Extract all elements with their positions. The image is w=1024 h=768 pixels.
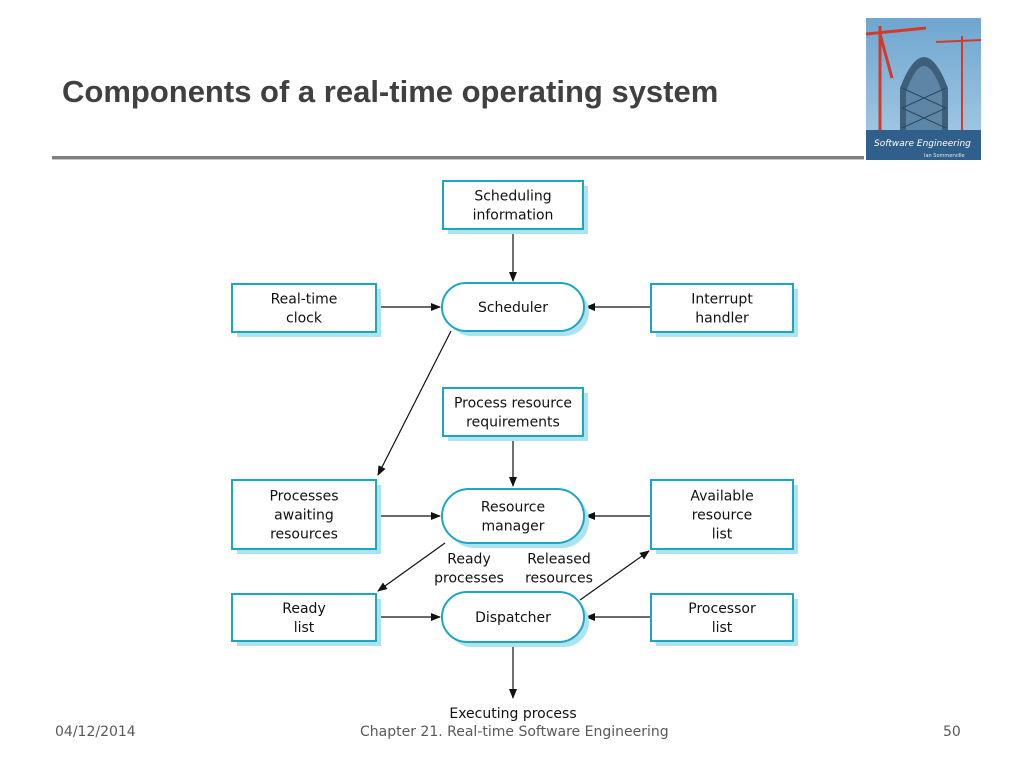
processes-awaiting-resources-box-text-line: Processes xyxy=(269,489,338,505)
ready-list-box-frame xyxy=(231,593,377,642)
footer-chapter: Chapter 21. Real-time Software Engineeri… xyxy=(360,724,669,740)
process-resource-requirements-box-frame xyxy=(442,387,584,437)
real-time-clock-box-frame xyxy=(231,283,377,333)
available-resource-list-box-text-line: resource xyxy=(692,508,753,524)
footer-date: 04/12/2014 xyxy=(55,724,136,740)
available-resource-list-box-text-line: list xyxy=(712,527,733,543)
crane-right xyxy=(935,36,981,133)
processes-awaiting-resources-box: Processes awaiting resources xyxy=(231,479,381,554)
released-resources-label-text-line: resources xyxy=(525,571,593,587)
scheduler-process-frame xyxy=(441,282,585,332)
ready-list-box-text-line: Ready xyxy=(282,601,325,617)
resource-manager-process-text-line: manager xyxy=(482,519,545,535)
resource-manager-process: Resource manager xyxy=(441,488,589,548)
book-cover-image: Software Engineering Ian Sommerville xyxy=(866,18,981,160)
dispatcher-process: Dispatcher xyxy=(441,591,589,647)
scheduling-information-box-text-line: Scheduling xyxy=(474,189,551,205)
processor-list-box-text-line: Processor xyxy=(688,601,756,617)
crane xyxy=(866,26,927,138)
arrow-scheduler-to-awaiting xyxy=(377,330,452,476)
ready-list-box-text-line: list xyxy=(294,620,315,636)
executing-process-label-text-line: Executing process xyxy=(449,706,576,722)
dispatcher-process-text-line: Dispatcher xyxy=(475,610,551,626)
process-resource-requirements-box-text-line: Process resource xyxy=(454,396,572,412)
scheduling-information-box: Scheduling information xyxy=(442,180,588,234)
processes-awaiting-resources-box-text-line: awaiting xyxy=(274,508,334,524)
slide-title: Components of a real-time operating syst… xyxy=(62,74,719,109)
footer-page-number: 50 xyxy=(943,724,961,740)
available-resource-list-box-frame xyxy=(650,479,794,550)
scheduler-process-text-line: Scheduler xyxy=(478,300,548,316)
ready-list-box: Ready list xyxy=(231,593,381,646)
interrupt-handler-box-text-line: Interrupt xyxy=(691,292,753,308)
process-resource-requirements-box-text-line: requirements xyxy=(466,415,560,431)
scheduling-information-box-frame xyxy=(442,180,584,230)
scheduler-process: Scheduler xyxy=(441,282,589,336)
processor-list-box: Processor list xyxy=(650,593,798,646)
book-cover-graphic: Software Engineering Ian Sommerville xyxy=(866,18,981,160)
real-time-clock-box-text-line: Real-time xyxy=(271,292,338,308)
gherkin-lattice xyxy=(901,87,947,129)
processes-awaiting-resources-box-frame xyxy=(231,479,377,550)
arrow-dispatcher-to-available xyxy=(579,550,650,601)
resource-manager-process-frame xyxy=(441,488,585,544)
available-resource-list-box: Available resource list xyxy=(650,479,798,554)
executing-process-label: Executing process xyxy=(449,706,576,722)
ready-processes-label-text-line: processes xyxy=(434,571,504,587)
ready-processes-label: Ready processes xyxy=(434,552,504,587)
interrupt-handler-box-text-line: handler xyxy=(695,311,749,327)
scheduling-information-box-text-line: information xyxy=(473,208,554,224)
released-resources-label-text-line: Released xyxy=(527,552,591,568)
ready-processes-label-text-line: Ready xyxy=(447,552,490,568)
title-divider-shadow xyxy=(52,159,864,160)
arrow-resource-manager-to-ready-list xyxy=(377,542,446,592)
real-time-clock-box: Real-time clock xyxy=(231,283,381,337)
processes-awaiting-resources-box-text-line: resources xyxy=(270,527,338,543)
resource-manager-process-text-line: Resource xyxy=(481,500,545,516)
interrupt-handler-box: Interrupt handler xyxy=(650,283,798,337)
process-resource-requirements-box: Process resource requirements xyxy=(442,387,588,441)
title-divider xyxy=(52,156,864,159)
diagram-arrows xyxy=(376,230,651,699)
cover-author: Ian Sommerville xyxy=(924,153,965,159)
cover-title: Software Engineering xyxy=(874,139,971,149)
dispatcher-process-frame xyxy=(441,591,585,643)
processor-list-box-text-line: list xyxy=(712,620,733,636)
available-resource-list-box-text-line: Available xyxy=(690,489,753,505)
processor-list-box-frame xyxy=(650,593,794,642)
released-resources-label: Released resources xyxy=(525,552,593,587)
real-time-clock-box-text-line: clock xyxy=(286,311,323,327)
cover-title-band xyxy=(866,130,981,160)
interrupt-handler-box-frame xyxy=(650,283,794,333)
